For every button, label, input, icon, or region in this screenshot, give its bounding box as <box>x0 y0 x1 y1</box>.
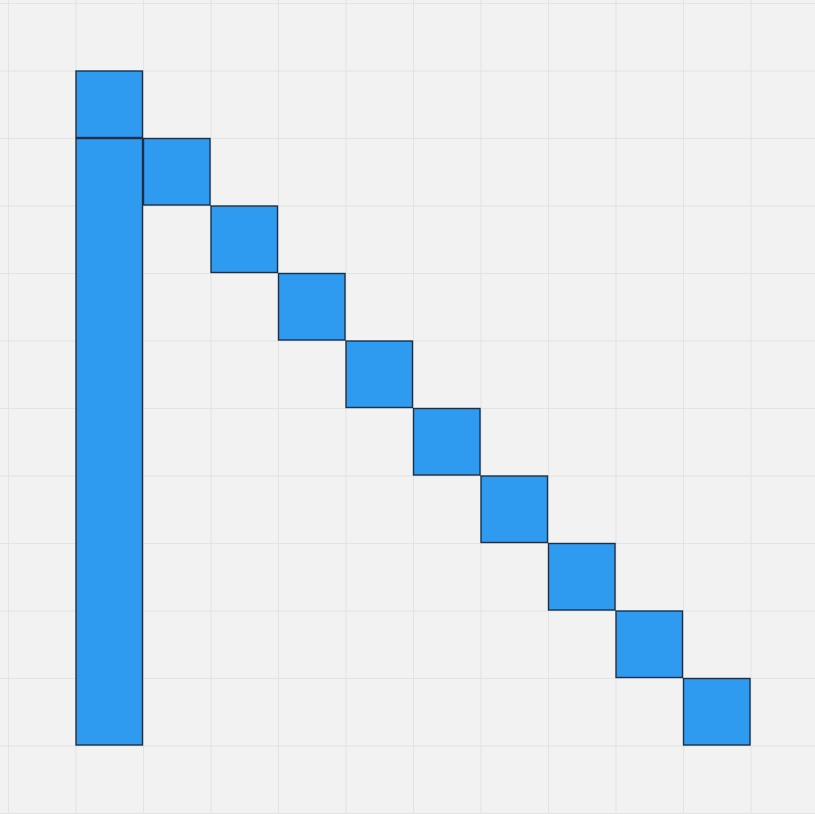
block-tile-8[interactable] <box>547 542 616 611</box>
block-tile-5[interactable] <box>345 340 414 409</box>
block-tile-0[interactable] <box>75 70 144 139</box>
block-tile-10[interactable] <box>682 677 751 746</box>
block-tile-6[interactable] <box>412 407 481 476</box>
block-tile-2[interactable] <box>142 137 211 206</box>
block-tile-4[interactable] <box>277 272 346 341</box>
block-tile-9[interactable] <box>615 610 684 679</box>
tall-block[interactable] <box>75 137 144 746</box>
block-tile-3[interactable] <box>210 205 279 274</box>
block-tile-7[interactable] <box>480 475 549 544</box>
block-layer <box>75 70 751 746</box>
